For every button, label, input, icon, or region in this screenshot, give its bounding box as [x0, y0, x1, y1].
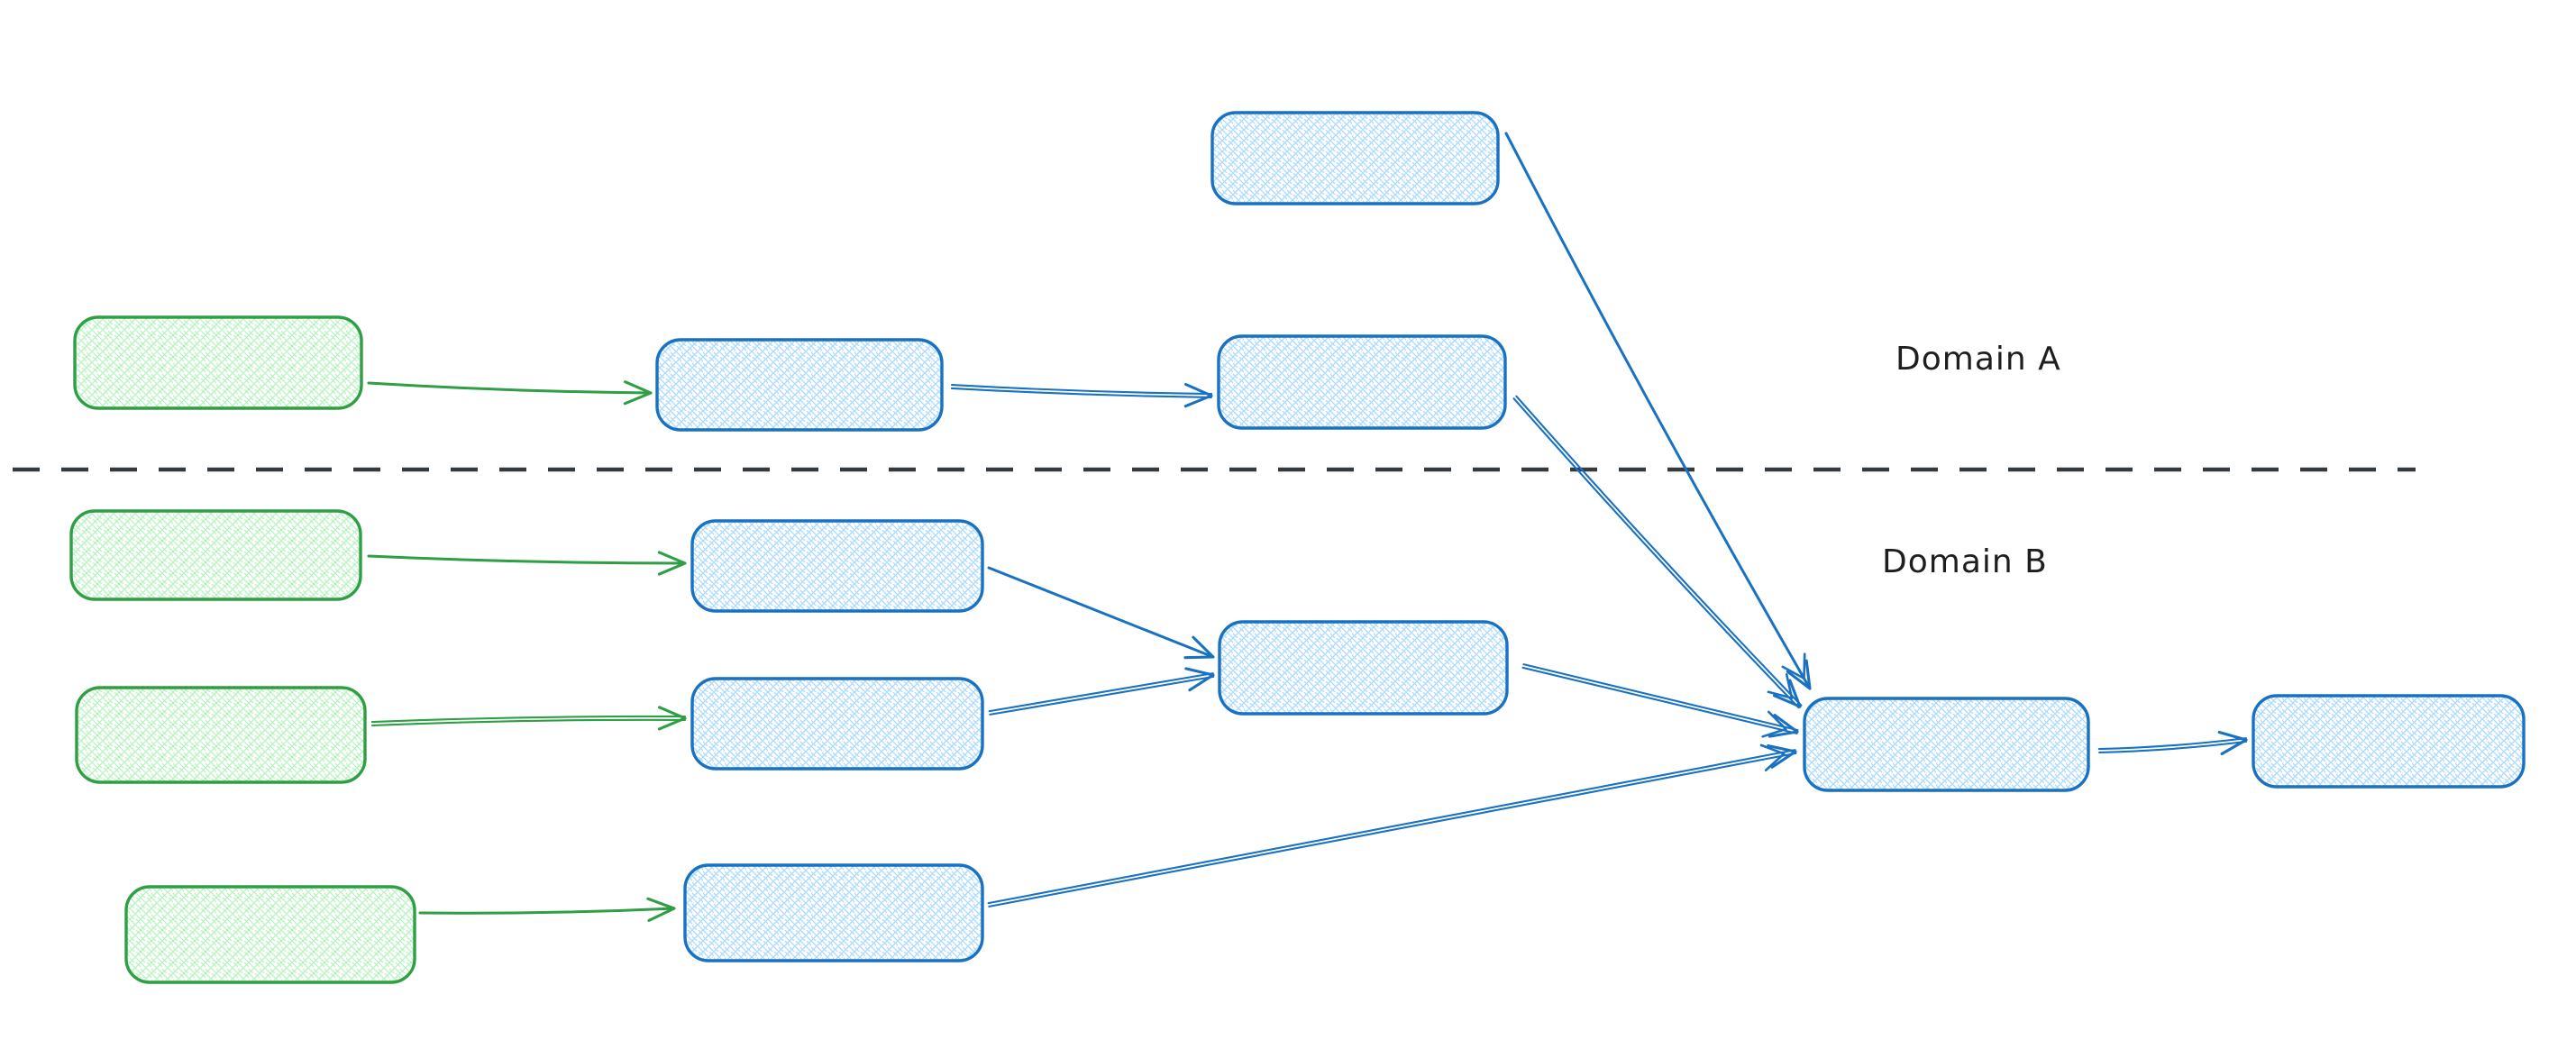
- edge-stroke: [1768, 714, 1799, 738]
- edge-stroke: [950, 387, 1212, 398]
- node-top-blue[interactable]: [1210, 111, 1500, 205]
- edge-top-blue-to-b-hub[interactable]: [1504, 132, 1812, 690]
- edge-stroke: [418, 907, 676, 915]
- edge-a-blue-2-to-b-hub[interactable]: [1512, 395, 1803, 709]
- edge-b-green-3-to-b-blue-3[interactable]: [418, 897, 676, 922]
- node-b-blue-2[interactable]: [690, 677, 984, 771]
- edge-stroke: [987, 566, 1215, 659]
- edge-b-blue-2-to-b-mid[interactable]: [988, 667, 1215, 716]
- domain-b-label[interactable]: Domain B: [1882, 543, 2048, 580]
- edge-b-hub-to-b-end[interactable]: [2097, 730, 2248, 756]
- node-b-green-1[interactable]: [69, 509, 362, 601]
- edge-stroke: [1522, 663, 1799, 732]
- edge-stroke: [988, 672, 1214, 713]
- node-b-mid[interactable]: [1218, 620, 1509, 716]
- edge-stroke: [1184, 667, 1215, 692]
- edge-stroke: [370, 718, 687, 726]
- edge-stroke: [1767, 743, 1797, 769]
- node-b-blue-1[interactable]: [690, 519, 984, 613]
- edge-stroke: [2217, 730, 2248, 756]
- edge-stroke: [1772, 679, 1802, 708]
- edge-b-blue-3-to-b-hub[interactable]: [987, 743, 1797, 908]
- edges-layer: [367, 132, 2248, 922]
- edge-stroke: [370, 715, 687, 724]
- node-a-blue-1[interactable]: [655, 338, 944, 432]
- edge-stroke: [646, 897, 676, 922]
- node-a-blue-2[interactable]: [1217, 334, 1507, 430]
- edge-stroke: [1786, 659, 1812, 690]
- edge-stroke: [367, 554, 687, 565]
- edge-stroke: [1759, 743, 1786, 771]
- node-b-blue-3[interactable]: [683, 863, 984, 962]
- edge-stroke: [1183, 635, 1215, 660]
- node-b-green-3[interactable]: [124, 885, 416, 984]
- edge-stroke: [657, 551, 687, 576]
- edge-stroke: [367, 381, 653, 395]
- edge-stroke: [987, 749, 1796, 905]
- edge-b-blue-1-to-b-mid[interactable]: [987, 566, 1215, 660]
- edge-stroke: [1767, 673, 1794, 699]
- edge-stroke: [623, 380, 653, 406]
- edge-stroke: [1761, 710, 1787, 738]
- node-b-end[interactable]: [2252, 694, 2526, 789]
- edge-a-blue-1-to-a-blue-2[interactable]: [950, 382, 1213, 408]
- node-b-green-2[interactable]: [75, 686, 367, 784]
- edge-stroke: [951, 384, 1213, 396]
- edge-b-mid-to-b-hub[interactable]: [1521, 663, 1799, 738]
- nodes-layer: [69, 111, 2526, 984]
- edge-stroke: [2097, 737, 2247, 751]
- edge-stroke: [1512, 397, 1800, 709]
- edge-stroke: [1781, 652, 1806, 680]
- edge-stroke: [988, 752, 1797, 908]
- edge-b-green-2-to-b-blue-2[interactable]: [370, 706, 687, 731]
- edge-stroke: [657, 706, 687, 731]
- edge-a-green-to-a-blue-1[interactable]: [367, 380, 653, 406]
- edge-stroke: [2098, 740, 2248, 753]
- domain-a-label[interactable]: Domain A: [1895, 341, 2061, 378]
- edge-stroke: [1504, 132, 1812, 690]
- edge-stroke: [1183, 382, 1213, 408]
- node-b-hub[interactable]: [1803, 697, 2090, 792]
- edge-stroke: [1521, 666, 1798, 734]
- edge-stroke: [989, 675, 1215, 716]
- node-a-green[interactable]: [73, 315, 363, 410]
- edge-b-green-1-to-b-blue-1[interactable]: [367, 551, 687, 576]
- edge-stroke: [1515, 395, 1803, 707]
